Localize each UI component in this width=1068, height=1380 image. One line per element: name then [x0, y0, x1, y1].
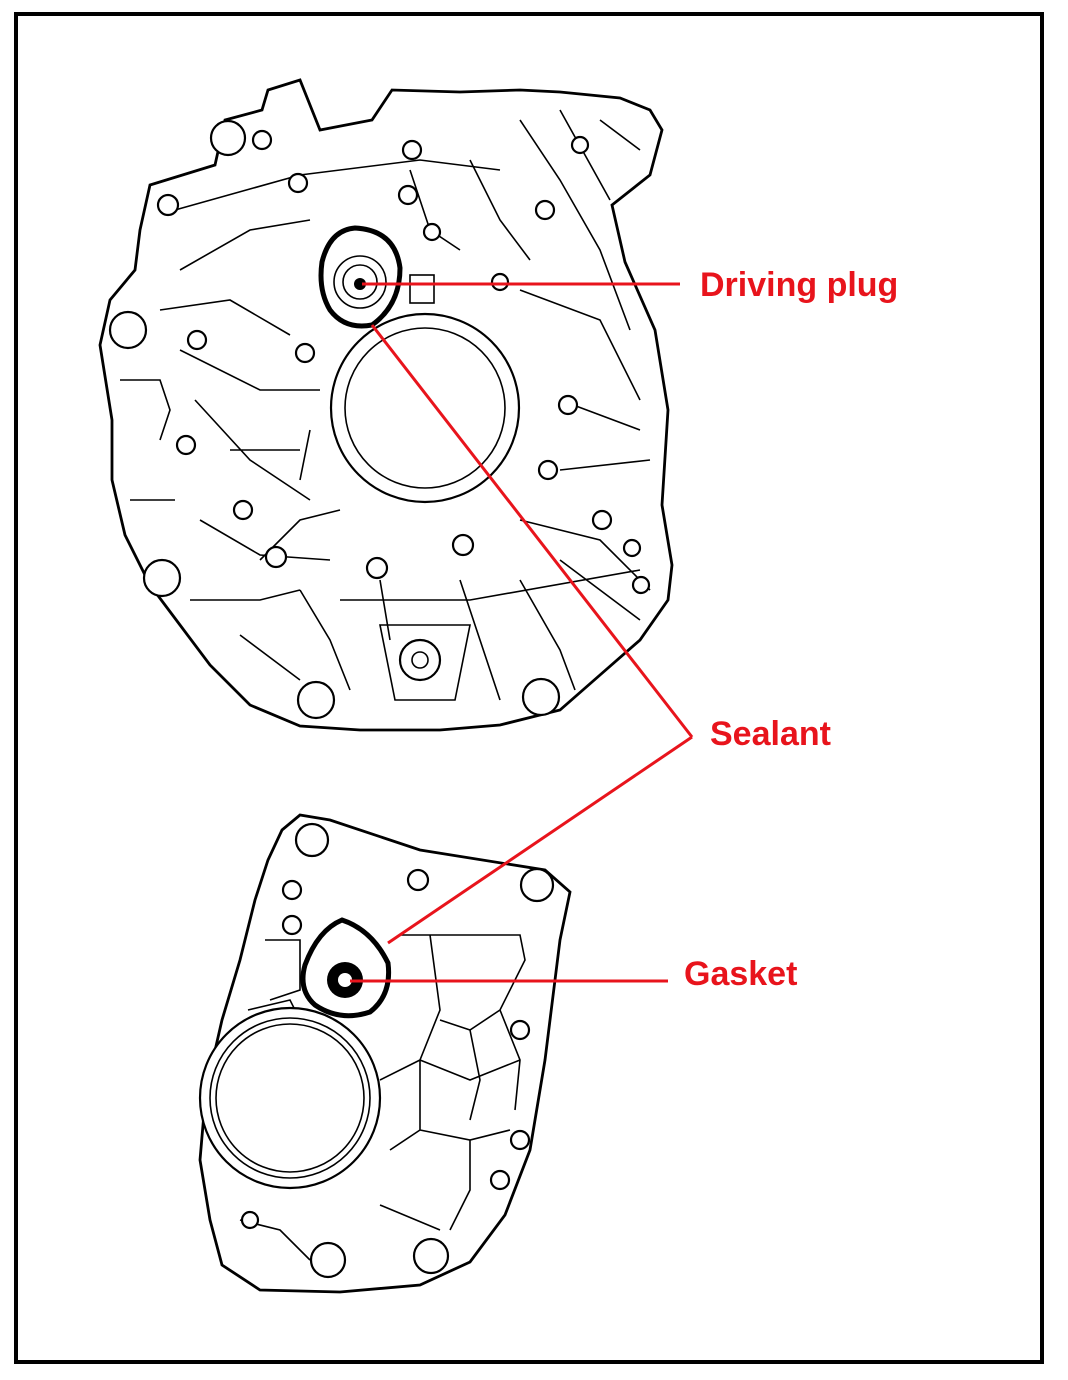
case-hole: [451, 533, 475, 557]
housing-hole: [281, 914, 303, 936]
gasket-label: Gasket: [684, 955, 797, 993]
housing-hole: [406, 868, 430, 892]
housing-bolt-boss: [294, 822, 330, 858]
housing-hole: [509, 1019, 531, 1041]
bearing-bore-inner: [344, 327, 506, 489]
diagram-frame: [14, 12, 1044, 1364]
case-hole: [264, 545, 288, 569]
housing-hole: [240, 1210, 260, 1230]
sealant-label: Sealant: [710, 715, 831, 753]
case-bolt-boss: [521, 677, 561, 717]
case-bolt-boss: [296, 680, 336, 720]
case-hole: [294, 342, 316, 364]
sealant-leader-upper: [370, 324, 694, 738]
bearing-bore-outer: [329, 312, 521, 504]
case-hole: [186, 329, 208, 351]
case-hole: [490, 272, 510, 292]
case-hole: [175, 434, 197, 456]
case-hole: [397, 184, 419, 206]
housing-hole: [281, 879, 303, 901]
case-bolt-boss: [142, 558, 182, 598]
case-hole: [422, 222, 442, 242]
callout-lines: [350, 282, 694, 983]
housing-rib-lines: [239, 934, 526, 1261]
driving-plug-mid: [342, 264, 378, 300]
housing-bolt-boss: [309, 1241, 347, 1279]
driving-plug-label: Driving plug: [700, 266, 898, 304]
transmission-case: [98, 78, 674, 732]
housing-hole: [489, 1169, 511, 1191]
case-hole: [251, 129, 273, 151]
case-hole: [156, 193, 180, 217]
case-hole: [534, 199, 556, 221]
case-tab: [409, 274, 435, 304]
housing-hole: [509, 1129, 531, 1151]
driving-plug-sealant-ring: [318, 225, 403, 329]
case-hole: [232, 499, 254, 521]
case-hole: [401, 139, 423, 161]
case-bolt-boss: [209, 119, 247, 157]
case-hole: [591, 509, 613, 531]
sealant-leader-lower: [387, 735, 693, 945]
housing-bore-inner: [209, 1017, 371, 1179]
gasket-hole: [338, 973, 352, 987]
driving-plug-center: [354, 278, 366, 290]
drain-plug: [398, 638, 442, 682]
case-bolt-boss: [108, 310, 148, 350]
case-hole: [622, 538, 642, 558]
case-hole: [537, 459, 559, 481]
case-hole: [365, 556, 389, 580]
case-hole: [570, 135, 590, 155]
housing-bolt-boss: [412, 1237, 450, 1275]
case-hole: [557, 394, 579, 416]
case-hole: [631, 575, 651, 595]
housing-bolt-boss: [519, 867, 555, 903]
drain-plug-center: [411, 651, 429, 669]
extension-housing: [198, 813, 572, 1294]
case-hole: [287, 172, 309, 194]
drain-boss: [379, 624, 471, 701]
housing-bore-outer: [198, 1006, 382, 1190]
driving-plug-outer: [333, 255, 387, 309]
housing-bore-lip: [215, 1023, 365, 1173]
